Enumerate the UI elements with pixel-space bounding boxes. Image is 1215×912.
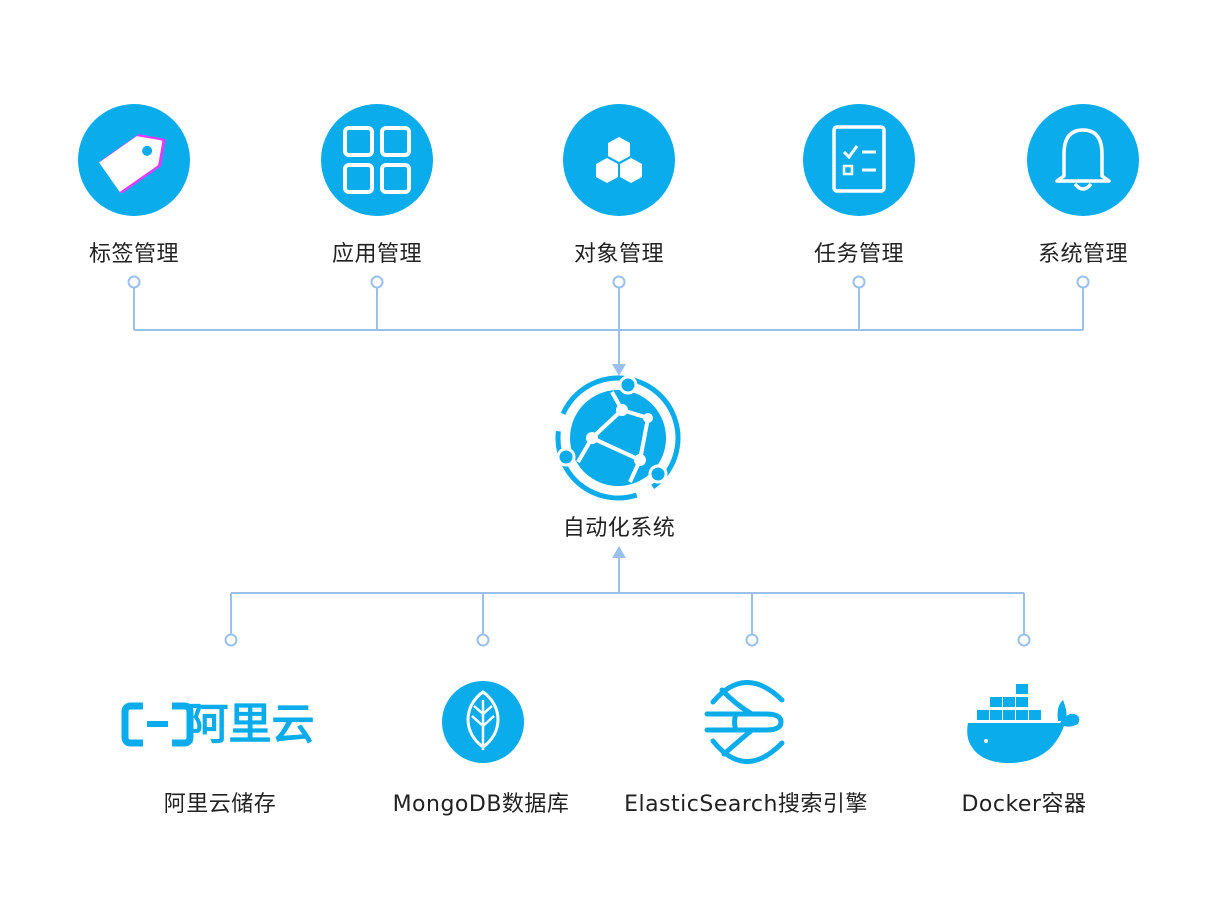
service-label-elasticsearch: ElasticSearch搜索引擎 bbox=[624, 792, 868, 817]
task-checklist-icon bbox=[803, 104, 915, 216]
module-label-tag-management: 标签管理 bbox=[88, 242, 179, 267]
arrow-down-icon bbox=[612, 364, 626, 376]
module-label-object-management: 对象管理 bbox=[573, 242, 664, 267]
docker-whale-icon bbox=[967, 684, 1080, 764]
aliyun-logo: 阿里云 bbox=[121, 700, 315, 750]
service-label-aliyun-storage: 阿里云储存 bbox=[163, 792, 277, 817]
service-label-docker: Docker容器 bbox=[961, 792, 1087, 817]
app-grid-icon bbox=[321, 104, 433, 216]
module-label-system-management: 系统管理 bbox=[1037, 242, 1128, 267]
elasticsearch-icon bbox=[704, 680, 785, 764]
bell-icon bbox=[1027, 104, 1139, 216]
object-cubes-icon bbox=[563, 104, 675, 216]
center-label-automation-system: 自动化系统 bbox=[562, 516, 676, 541]
aliyun-logo-text: 阿里云 bbox=[186, 700, 315, 750]
module-label-app-management: 应用管理 bbox=[331, 242, 422, 267]
top-connectors bbox=[127, 275, 1090, 366]
mongodb-leaf-icon bbox=[442, 681, 524, 763]
arrow-up-icon bbox=[612, 546, 626, 558]
network-globe-icon bbox=[555, 375, 681, 501]
tag-icon bbox=[78, 104, 190, 216]
service-label-mongodb: MongoDB数据库 bbox=[392, 792, 570, 817]
module-label-task-management: 任务管理 bbox=[813, 242, 904, 267]
bottom-connectors bbox=[224, 556, 1031, 647]
